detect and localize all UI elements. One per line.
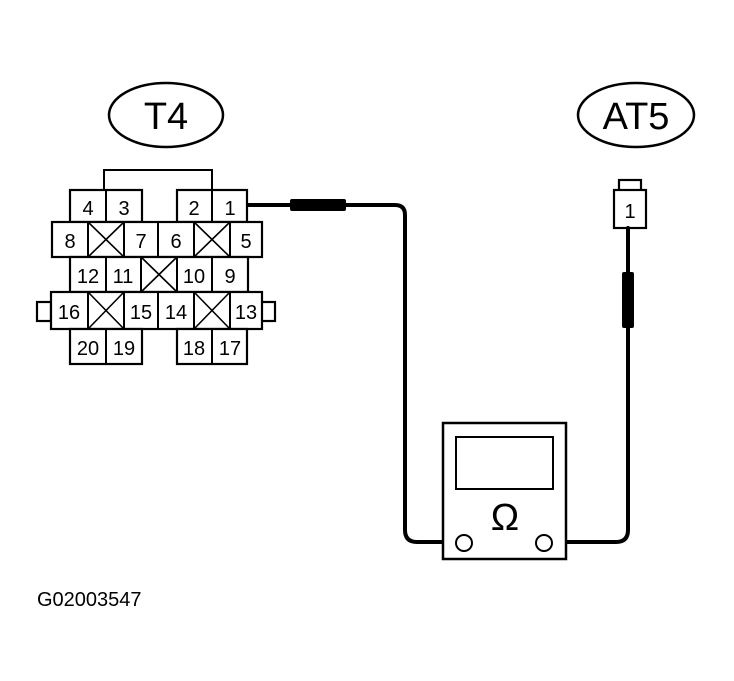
t4-pin-4: 4 [82, 198, 93, 220]
t4-pin-19: 19 [113, 338, 135, 360]
t4-pin-7: 7 [135, 231, 146, 253]
t4-pin-5: 5 [240, 231, 251, 253]
test-lead-left-wire [246, 203, 457, 544]
at5-label-bubble: AT5 [576, 81, 696, 149]
meter-terminal-right [535, 534, 553, 552]
meter-display [455, 436, 554, 490]
t4-pin-11: 11 [113, 266, 134, 288]
ohmmeter: Ω [441, 421, 568, 561]
right-probe-sleeve [622, 272, 634, 328]
t4-pin-9: 9 [224, 266, 235, 288]
t4-pin-14: 14 [165, 302, 187, 324]
t4-pin-16: 16 [58, 302, 80, 324]
figure-code: G02003547 [37, 589, 142, 611]
t4-pin-8: 8 [64, 231, 75, 253]
t4-label-bubble: T4 [107, 81, 225, 149]
t4-pin-20: 20 [77, 338, 99, 360]
t4-pin-2: 2 [188, 198, 199, 220]
t4-connector: 4 3 2 1 8 7 6 5 12 11 10 9 16 15 14 13 2… [35, 169, 277, 366]
at5-connector: 1 [612, 178, 648, 230]
t4-pin-13: 13 [235, 302, 257, 324]
t4-pin-12: 12 [77, 266, 99, 288]
t4-pin-18: 18 [183, 338, 205, 360]
t4-pin-10: 10 [183, 266, 205, 288]
at5-label: AT5 [603, 96, 670, 138]
t4-pin-3: 3 [118, 198, 129, 220]
t4-pin-1: 1 [224, 198, 235, 220]
test-lead-right-wire [550, 226, 630, 544]
t4-pin-6: 6 [170, 231, 181, 253]
t4-pin-17: 17 [219, 338, 241, 360]
t4-label: T4 [144, 96, 188, 138]
left-probe-sleeve [290, 199, 346, 211]
ohm-symbol-icon: Ω [491, 497, 519, 539]
meter-terminal-left [455, 534, 473, 552]
t4-pin-15: 15 [130, 302, 152, 324]
at5-pin-1: 1 [624, 201, 635, 223]
